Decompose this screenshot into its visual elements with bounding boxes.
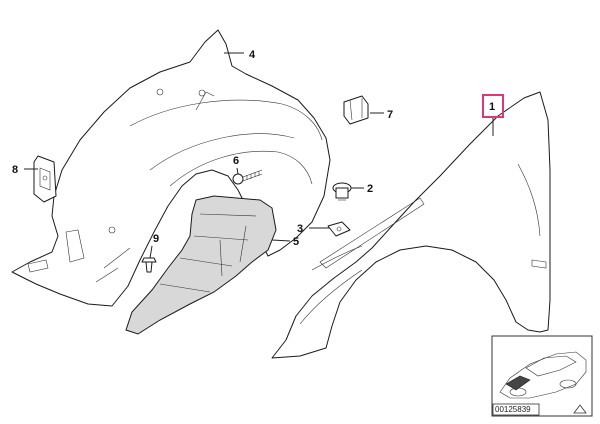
callout-1: 1 xyxy=(489,101,495,113)
reference-number: 00125839 xyxy=(495,405,531,414)
callout-7: 7 xyxy=(387,109,393,121)
vehicle-inset: 00125839 xyxy=(491,335,593,417)
callout-2: 2 xyxy=(367,183,373,195)
warning-triangle-icon xyxy=(573,404,587,414)
callout-6: 6 xyxy=(233,155,239,167)
push-clip xyxy=(141,257,157,273)
clip-nut xyxy=(343,95,369,125)
callout-5: 5 xyxy=(293,236,299,248)
callout-9: 9 xyxy=(153,233,159,245)
callout-3: 3 xyxy=(297,223,303,235)
front-fender xyxy=(271,91,551,359)
wheel-arch-liner xyxy=(11,29,331,307)
bolt xyxy=(332,182,352,201)
callout-1-highlight-box xyxy=(482,94,504,118)
speed-nut xyxy=(327,221,351,237)
leader-lines xyxy=(24,52,494,259)
splash-shield xyxy=(125,195,277,335)
callout-4: 4 xyxy=(249,49,256,61)
callout-8: 8 xyxy=(12,164,18,176)
bracket-part-8 xyxy=(33,155,57,203)
